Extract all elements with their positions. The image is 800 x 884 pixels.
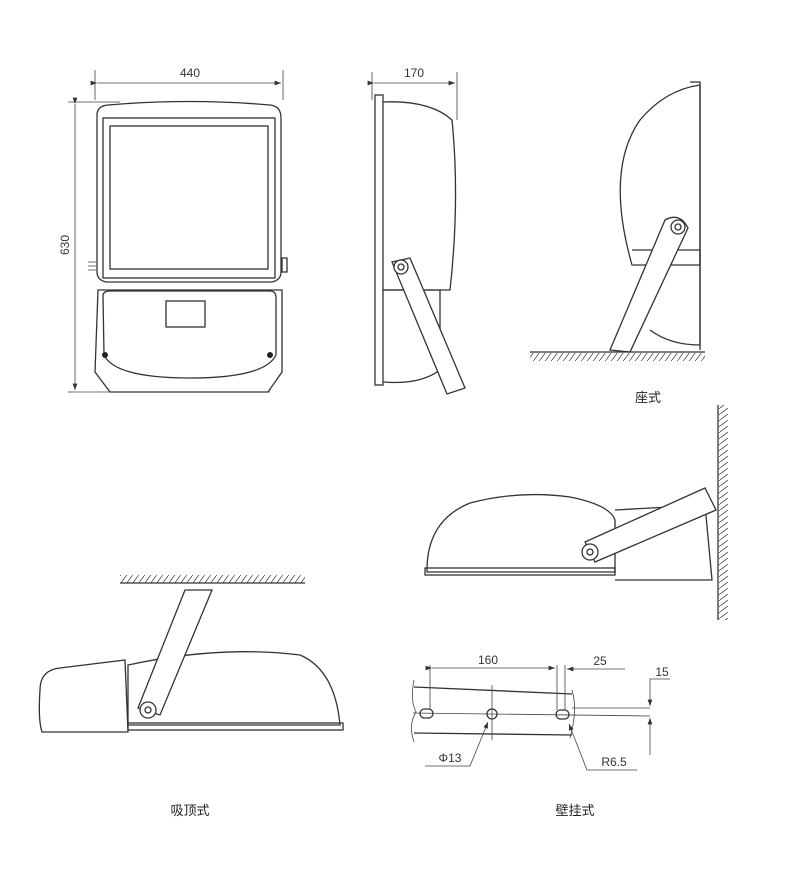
slot-offset-dimension: 15	[655, 665, 669, 679]
floor-mount-view: 座式	[530, 81, 705, 406]
ceiling-mount-view: 吸顶式	[38, 575, 344, 819]
bracket-detail: 160 25 15 Φ13 R6.5 壁挂式	[411, 653, 670, 819]
side-view: 170	[367, 66, 466, 395]
slot-length-dimension: 25	[593, 654, 607, 668]
ceiling-mount-caption: 吸顶式	[170, 804, 209, 819]
width-dimension: 440	[180, 66, 200, 80]
depth-dimension: 170	[404, 66, 424, 80]
front-view: 440 630	[58, 66, 288, 393]
floor-mount-caption: 座式	[635, 391, 661, 406]
hole-diameter-label: Φ13	[439, 751, 462, 765]
slot-radius-label: R6.5	[601, 755, 627, 769]
wall-mount-caption: 壁挂式	[555, 804, 594, 819]
hole-spacing-dimension: 160	[478, 653, 498, 667]
height-dimension: 630	[58, 235, 72, 255]
wall-mount-view	[424, 405, 728, 620]
